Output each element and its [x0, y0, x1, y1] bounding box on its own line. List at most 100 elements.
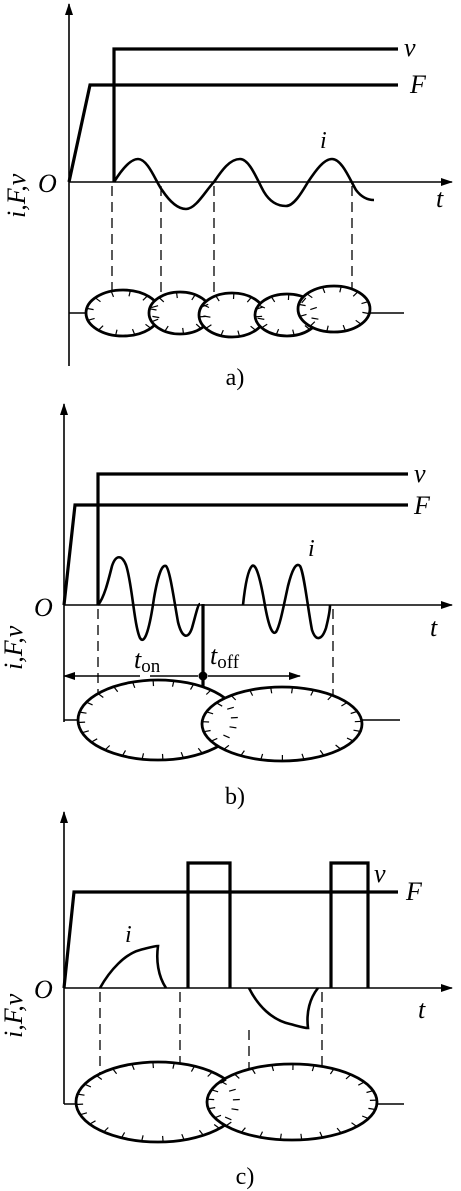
panel-b-label-i: i: [308, 536, 315, 562]
panel-b-voltage-curve: [96, 472, 408, 605]
nugget-tick-mark: [120, 1132, 126, 1139]
nugget-tick-mark: [208, 1107, 216, 1110]
spot-weld-nugget: [200, 685, 364, 763]
panel-b: v F i O t i,F,v ton toff b): [0, 403, 453, 810]
nugget-tick-mark: [250, 325, 257, 331]
nugget-tick-mark: [97, 693, 104, 698]
panel-b-x-label: t: [430, 613, 438, 642]
nugget-tick-mark: [230, 694, 237, 701]
nugget-tick-mark: [151, 318, 159, 323]
nugget-tick-mark: [214, 1114, 222, 1119]
panel-a-x-label: t: [436, 184, 444, 213]
nugget-tick-mark: [195, 323, 202, 329]
nugget-tick-mark: [339, 286, 342, 293]
panel-b-label-v: v: [414, 459, 426, 488]
nugget-tick-mark: [96, 1075, 103, 1080]
panel-a-current-wave: [112, 157, 375, 211]
nugget-tick-mark: [249, 689, 254, 696]
nugget-tick-mark: [103, 1127, 109, 1133]
nugget-tick-mark: [212, 742, 219, 747]
nugget-tick-mark: [206, 711, 214, 715]
nugget-tick-mark: [215, 295, 220, 302]
nugget-tick-mark: [112, 1068, 118, 1075]
nugget-tick-mark: [121, 750, 127, 757]
panel-c-label-i: i: [125, 922, 132, 948]
nugget-tick-mark: [87, 317, 95, 321]
nugget-tick-mark: [257, 317, 265, 320]
nugget-tick-mark: [128, 290, 131, 297]
nugget-tick-mark: [171, 680, 175, 687]
nugget-tick-mark: [298, 303, 306, 307]
nugget-tick-mark: [89, 1120, 96, 1125]
nugget-tick-mark: [246, 296, 252, 303]
panel-b-force-curve: [62, 503, 408, 606]
nugget-tick-mark: [251, 1068, 256, 1075]
nugget-tick-mark: [361, 301, 369, 305]
nugget-tick-mark: [110, 290, 115, 298]
nugget-tick-mark: [131, 328, 136, 336]
nugget-tick-mark: [301, 753, 305, 760]
nugget-tick-mark: [141, 1135, 144, 1142]
nugget-ring-marks: [76, 286, 377, 1142]
nugget-tick-mark: [322, 286, 326, 294]
panel-c-voltage-pulses: [186, 861, 232, 988]
panel-a-label-v: v: [404, 33, 416, 62]
nugget-tick-mark: [86, 701, 93, 706]
nugget-tick-mark: [270, 687, 273, 694]
panel-c-current-positive: [98, 944, 168, 989]
nugget-tick-mark: [228, 1088, 236, 1092]
nugget-tick-mark: [368, 1107, 376, 1111]
nugget-tick-mark: [115, 329, 118, 336]
panel-b-interval-marker: [198, 671, 208, 681]
nugget-tick-mark: [256, 306, 263, 310]
nugget-tick-mark: [346, 737, 354, 742]
panel-b-current-burst-next: [241, 563, 332, 640]
nugget-tick-mark: [319, 750, 325, 756]
spot-weld-nugget: [205, 1062, 379, 1142]
nugget-tick-mark: [84, 1083, 92, 1088]
nugget-tick-mark: [260, 753, 264, 760]
nugget-tick-mark: [86, 307, 94, 311]
nugget-tick-mark: [224, 1116, 232, 1121]
nugget-tick-mark: [353, 729, 361, 732]
nugget-tick-mark: [220, 1080, 227, 1086]
nugget-tick-mark: [104, 745, 111, 751]
nugget-tick-mark: [223, 734, 230, 739]
nugget-tick-mark: [211, 1089, 219, 1093]
nugget-tick-mark: [191, 294, 196, 301]
nugget-tick-mark: [304, 325, 311, 331]
nugget-tick-mark: [237, 330, 241, 337]
nugget-tick-mark: [213, 1124, 220, 1129]
panel-a-force-curve: [67, 83, 398, 183]
nugget-tick-mark: [310, 306, 317, 311]
nugget-tick-mark: [311, 317, 319, 320]
nugget-tick-mark: [234, 1073, 240, 1079]
nugget-tick-mark: [77, 1093, 85, 1096]
nugget-tick-mark: [358, 1081, 365, 1086]
nugget-tick-mark: [79, 711, 87, 714]
nugget-tick-mark: [300, 1133, 303, 1140]
panel-b-origin-label: O: [34, 593, 53, 622]
nugget-tick-mark: [82, 730, 89, 734]
panel-a-y-label: i,F,v: [2, 173, 31, 218]
nugget-tick-mark: [261, 323, 268, 329]
panel-a-voltage-curve: [112, 47, 398, 182]
nugget-tick-mark: [189, 683, 195, 690]
nugget-tick-mark: [218, 697, 225, 702]
nugget-tick-mark: [229, 726, 237, 729]
nugget-tick-mark: [352, 291, 359, 297]
nugget-tick-mark: [259, 1131, 264, 1138]
nugget-tick-mark: [350, 710, 358, 715]
spot-weld-nugget: [296, 284, 372, 334]
nugget-tick-mark: [80, 1112, 88, 1116]
nugget-tick-mark: [225, 1121, 232, 1127]
nugget-tick-mark: [271, 1064, 275, 1072]
panel-b-current-burst-on: [96, 555, 201, 642]
nugget-tick-mark: [190, 1065, 196, 1072]
nugget-tick-mark: [181, 1133, 185, 1141]
nugget-tick-mark: [141, 753, 145, 760]
nugget-tick-mark: [361, 1115, 369, 1120]
panel-c-y-label: i,F,v: [0, 993, 28, 1038]
nugget-tick-mark: [142, 295, 148, 301]
